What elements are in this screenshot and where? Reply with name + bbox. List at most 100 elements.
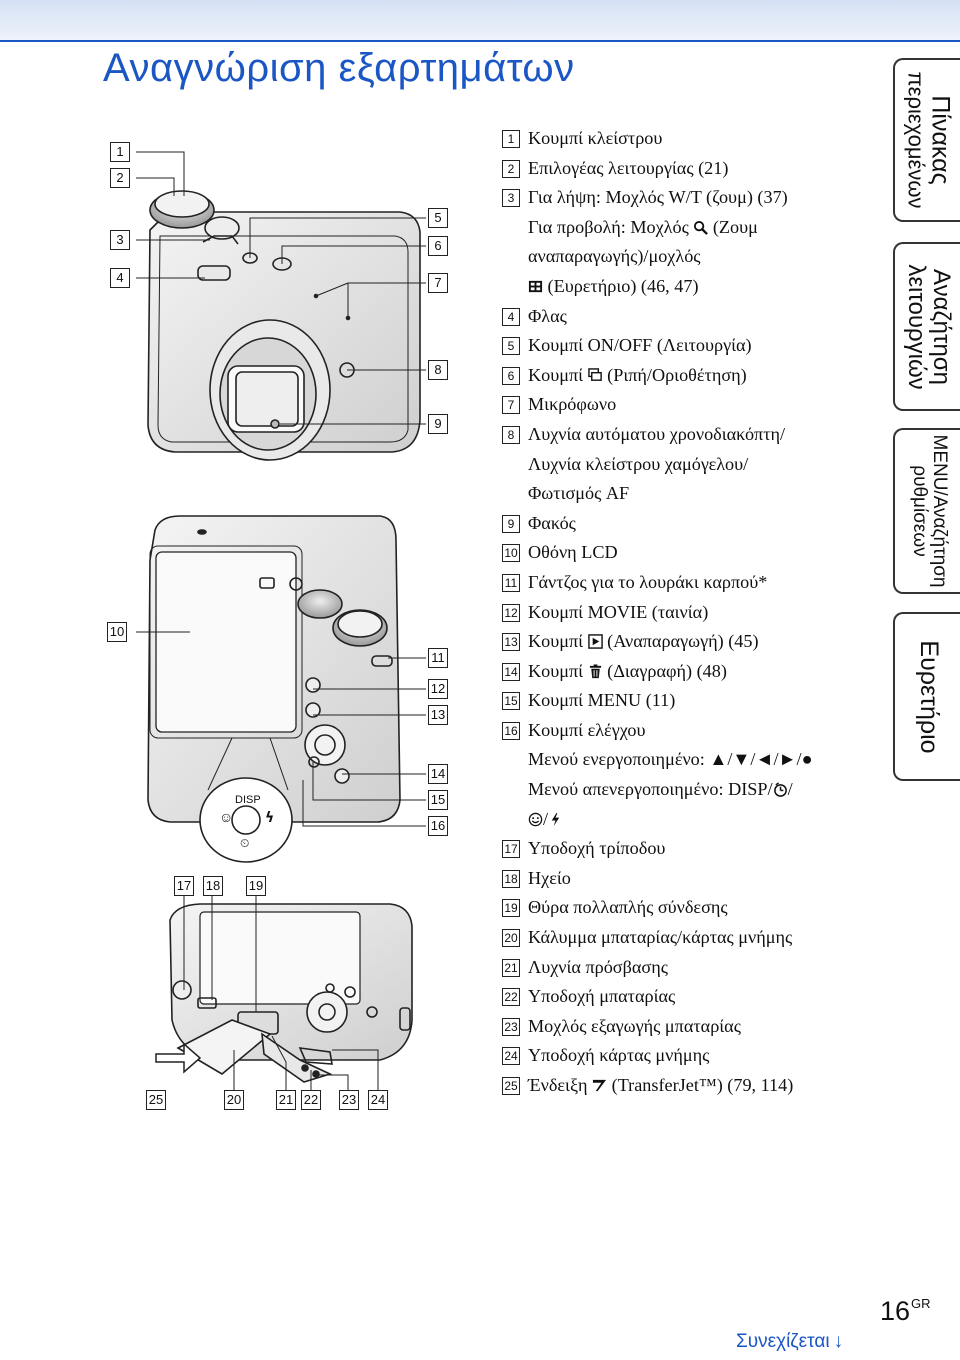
legend-number: 8 xyxy=(502,425,520,444)
legend-text: (Διαγραφή) (48) xyxy=(607,660,727,681)
legend-item: 4 Φλας xyxy=(502,302,882,332)
diagram-label: 25 xyxy=(146,1090,166,1110)
dial-disp-label: DISP xyxy=(235,794,261,806)
diagram-label: 19 xyxy=(246,876,266,896)
page-number-suffix: GR xyxy=(911,1296,931,1311)
diagram-label: 2 xyxy=(110,168,130,188)
legend-number: 17 xyxy=(502,840,520,859)
legend-text: Θύρα πολλαπλής σύνδεσης xyxy=(528,897,728,918)
diagram-label: 1 xyxy=(110,142,130,162)
legend-text: Λυχνία πρόσβασης xyxy=(528,956,668,977)
legend-text: (Ευρετήριο) (46, 47) xyxy=(547,275,699,296)
legend-text: Κουμπί MENU (11) xyxy=(528,690,676,711)
page-title: Αναγνώριση εξαρτημάτων xyxy=(103,46,575,90)
header-bar xyxy=(0,0,960,42)
diagram-label: 13 xyxy=(428,705,448,725)
legend-text: Υποδοχή κάρτας μνήμης xyxy=(528,1045,710,1066)
legend-number: 1 xyxy=(502,130,520,148)
diagram-label: 17 xyxy=(174,876,194,896)
diagram-label: 22 xyxy=(301,1090,321,1110)
legend-text: Φακός xyxy=(528,512,576,533)
smile-icon xyxy=(528,812,543,826)
diagram-label: 6 xyxy=(428,236,448,256)
legend-item: 3 Για λήψη: Μοχλός W/T (ζουμ) (37) Για π… xyxy=(502,183,882,301)
diagram-label: 24 xyxy=(368,1090,388,1110)
legend-number: 19 xyxy=(502,899,520,918)
legend-number: 23 xyxy=(502,1017,520,1036)
diagram-label: 23 xyxy=(339,1090,359,1110)
legend-number: 4 xyxy=(502,307,520,326)
legend-number: 16 xyxy=(502,721,520,740)
legend-item: 21 Λυχνία πρόσβασης xyxy=(502,953,882,983)
legend-text: (TransferJet™) (79, 114) xyxy=(611,1075,794,1095)
legend-text: / xyxy=(543,808,549,829)
legend-item: 5 Κουμπί ON/OFF (Λειτουργία) xyxy=(502,331,882,361)
legend-item: 25 Ένδειξη (TransferJet™) (79, 114) xyxy=(502,1071,882,1101)
legend-text: Μενού απενεργοποιημένο: DISP/ xyxy=(528,779,773,800)
legend-text: Κουμπί ON/OFF (Λειτουργία) xyxy=(528,335,752,356)
legend-text: Οθόνη LCD xyxy=(528,542,618,563)
legend-number: 14 xyxy=(502,662,520,681)
legend-number: 6 xyxy=(502,366,520,385)
legend-text: (Αναπαραγωγή) (45) xyxy=(607,631,759,652)
index-grid-icon xyxy=(528,280,543,293)
legend-text: αναπαραγωγής)/μοχλός xyxy=(528,246,701,267)
diagram-label: 16 xyxy=(428,816,448,836)
tab-index[interactable]: Ευρετήριο xyxy=(893,612,960,781)
legend-text: Ηχείο xyxy=(528,867,571,888)
legend-number: 12 xyxy=(502,603,520,622)
legend-number: 2 xyxy=(502,159,520,178)
burst-bracket-icon xyxy=(587,367,602,381)
diagram-label: 8 xyxy=(428,360,448,380)
smile-icon: ☺ xyxy=(219,811,234,826)
legend-number: 9 xyxy=(502,514,520,533)
legend-text: Κουμπί xyxy=(528,364,584,385)
legend-number: 22 xyxy=(502,988,520,1007)
playback-icon xyxy=(587,634,603,649)
diagram-label: 20 xyxy=(224,1090,244,1110)
legend-text: Γάντζος για το λουράκι καρπού* xyxy=(528,571,768,592)
legend-text: Υποδοχή τρίποδου xyxy=(528,838,666,859)
legend-text: Μενού ενεργοποιημένο: ▲/▼/◄/►/● xyxy=(528,749,813,770)
legend-text: Για λήψη: Μοχλός W/T (ζουμ) (37) xyxy=(528,187,788,208)
legend-item: 16 Κουμπί ελέγχου Μενού ενεργοποιημένο: … xyxy=(502,716,882,834)
self-timer-icon: ⏲ xyxy=(240,836,250,850)
legend-item: 9 Φακός xyxy=(502,509,882,539)
legend-item: 13 Κουμπί (Αναπαραγωγή) (45) xyxy=(502,627,882,657)
legend-number: 21 xyxy=(502,958,520,977)
legend-number: 24 xyxy=(502,1047,520,1066)
transferjet-icon xyxy=(593,1079,607,1092)
diagram-label: 10 xyxy=(107,622,127,642)
legend-text: Φλας xyxy=(528,305,567,326)
legend-text: Ένδειξη xyxy=(528,1075,588,1095)
legend-text: Λυχνία αυτόματου χρονοδιακόπτη/ xyxy=(528,423,786,444)
legend-text: Κουμπί κλείστρου xyxy=(528,128,663,148)
legend-text: (Ζουμ xyxy=(712,216,758,237)
zoom-magnifier-icon xyxy=(694,220,709,235)
legend-text: Κουμπί xyxy=(528,660,584,681)
legend-item: 10 Οθόνη LCD xyxy=(502,538,882,568)
legend-item: 17 Υποδοχή τρίποδου xyxy=(502,834,882,864)
legend-item: 24 Υποδοχή κάρτας μνήμης xyxy=(502,1041,882,1071)
legend-number: 5 xyxy=(502,337,520,356)
legend-item: 19 Θύρα πολλαπλής σύνδεσης xyxy=(502,893,882,923)
legend-item: 6 Κουμπί (Ριπή/Οριοθέτηση) xyxy=(502,361,882,391)
legend-number: 7 xyxy=(502,396,520,415)
legend-number: 20 xyxy=(502,929,520,948)
diagram-label: 5 xyxy=(428,208,448,228)
legend-number: 10 xyxy=(502,544,520,563)
continued-link[interactable]: Συνεχίζεται↓ xyxy=(736,1331,843,1353)
diagram-label: 4 xyxy=(110,268,130,288)
diagram-label: 14 xyxy=(428,764,448,784)
legend-text: Επιλογέας λειτουργίας (21) xyxy=(528,157,729,178)
legend-text: Κουμπί xyxy=(528,631,584,652)
